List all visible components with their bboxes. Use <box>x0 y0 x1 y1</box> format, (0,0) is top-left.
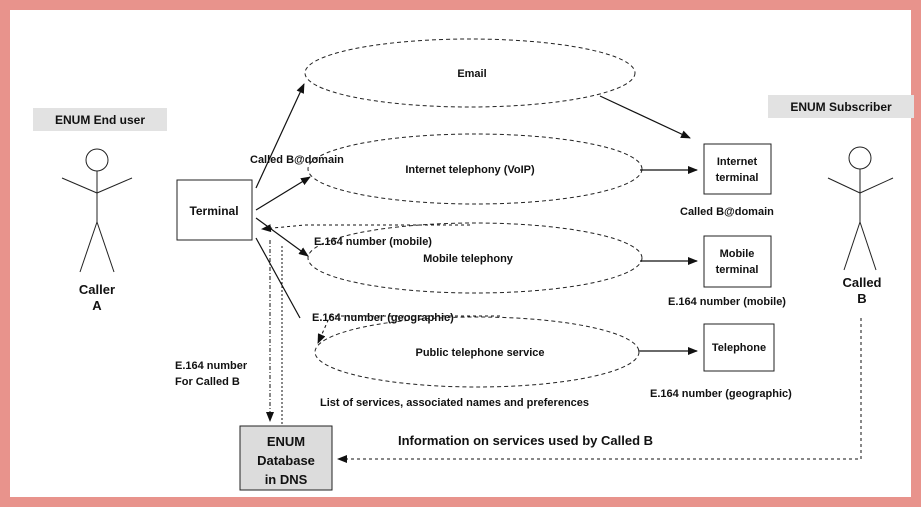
called-stick-figure <box>827 146 894 271</box>
info-services-label: Information on services used by Called B <box>398 433 653 448</box>
email-service-label: Email <box>457 68 486 80</box>
called-b-domain-left: Called B@domain <box>250 154 344 166</box>
caller-stick-figure <box>61 148 133 273</box>
mobile-terminal-box <box>703 235 772 288</box>
e164-for-b-2: For Called B <box>175 376 240 388</box>
e164-mobile-left: E.164 number (mobile) <box>314 236 432 248</box>
voip-service-ellipse <box>307 133 643 205</box>
end-user-title: ENUM End user <box>55 113 145 127</box>
enum-database-box <box>239 425 333 491</box>
e164-geo-left: E.164 number (geographic) <box>312 312 454 324</box>
pstn-service-ellipse <box>314 316 640 388</box>
dashed-arrow-mobile-to-terminal <box>261 224 470 233</box>
email-service-ellipse <box>304 38 636 108</box>
called-b-domain-right: Called B@domain <box>680 206 774 218</box>
mobile-service-ellipse <box>307 222 643 294</box>
caller-label-2: A <box>92 298 102 313</box>
end-user-title-box <box>33 108 167 131</box>
telephone-box <box>703 323 775 372</box>
e164-geo-right: E.164 number (geographic) <box>650 388 792 400</box>
caller-label-1: Caller <box>79 282 115 297</box>
terminal-label: Terminal <box>189 204 238 218</box>
pstn-service-label: Public telephone service <box>416 347 545 359</box>
services-list-label: List of services, associated names and p… <box>320 397 589 409</box>
called-label-1: Called <box>842 275 881 290</box>
e164-mobile-right: E.164 number (mobile) <box>668 296 786 308</box>
subscriber-title: ENUM Subscriber <box>790 100 892 114</box>
subscriber-title-box <box>768 95 914 118</box>
dashed-arrow-called-to-db <box>337 318 862 463</box>
arrow-email-internet-terminal <box>599 95 691 139</box>
line-terminal-pstn <box>255 237 301 319</box>
database-label-2: Database <box>257 453 315 468</box>
dashed-arrow-geo-to-pstn <box>317 315 500 344</box>
called-label-2: B <box>857 291 866 306</box>
mobile-service-label: Mobile telephony <box>423 253 514 265</box>
telephone-label: Telephone <box>712 342 766 354</box>
e164-for-b-1: E.164 number <box>175 360 248 372</box>
internet-terminal-box <box>703 143 772 195</box>
arrow-terminal-voip <box>255 176 311 211</box>
terminal-box <box>176 179 253 241</box>
voip-service-label: Internet telephony (VoIP) <box>405 164 535 176</box>
mobile-terminal-label-1: Mobile <box>720 248 755 260</box>
arrow-terminal-email <box>255 83 305 189</box>
database-label-1: ENUM <box>267 434 305 449</box>
internet-terminal-label-1: Internet <box>717 156 758 168</box>
internet-terminal-label-2: terminal <box>716 172 759 184</box>
mobile-terminal-label-2: terminal <box>716 264 759 276</box>
database-label-3: in DNS <box>265 472 308 487</box>
